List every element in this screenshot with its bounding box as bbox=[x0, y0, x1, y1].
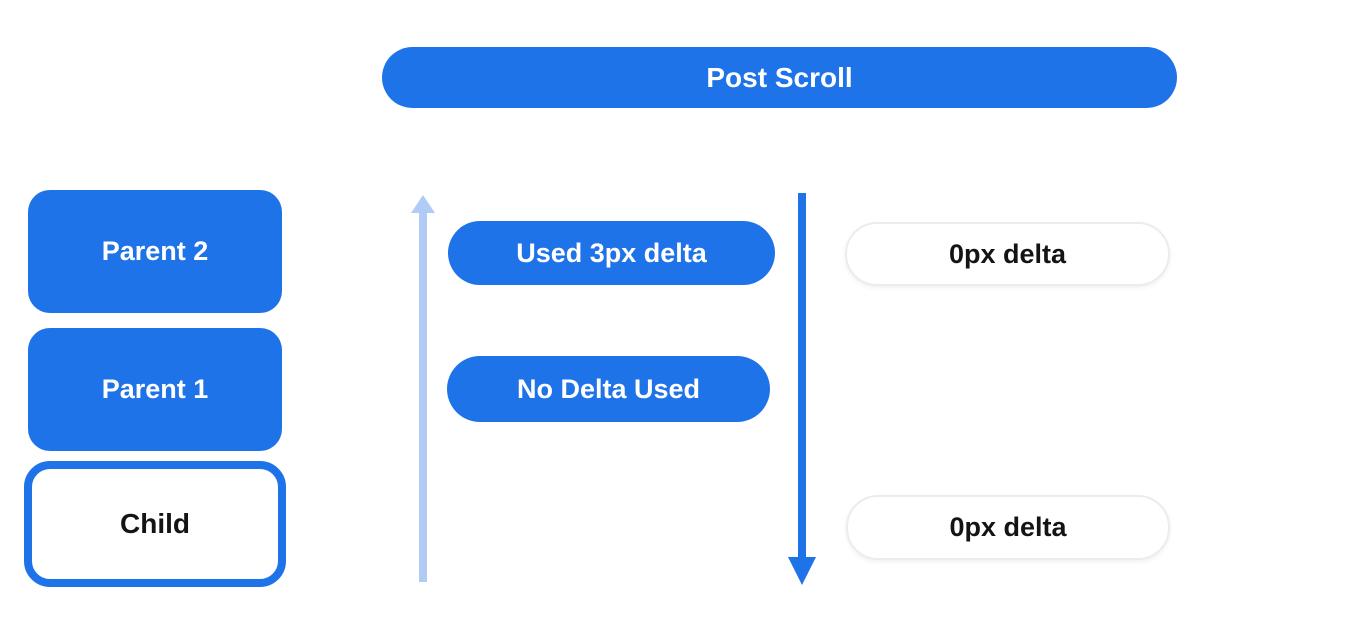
child-box: Child bbox=[24, 461, 286, 587]
used-delta-pill: Used 3px delta bbox=[448, 221, 775, 285]
no-delta-used-pill: No Delta Used bbox=[447, 356, 770, 422]
scroll-down-arrowhead-icon bbox=[788, 557, 816, 585]
scroll-up-arrow-icon bbox=[419, 211, 427, 582]
parent-2-box: Parent 2 bbox=[28, 190, 282, 313]
parent-1-box: Parent 1 bbox=[28, 328, 282, 451]
scroll-up-arrowhead-icon bbox=[411, 195, 435, 213]
zero-delta-pill-bottom: 0px delta bbox=[846, 495, 1170, 560]
post-scroll-header: Post Scroll bbox=[382, 47, 1177, 108]
scroll-down-arrow-icon bbox=[798, 193, 806, 558]
child-box-label: Child bbox=[120, 508, 190, 539]
zero-delta-pill-top: 0px delta bbox=[845, 222, 1170, 286]
